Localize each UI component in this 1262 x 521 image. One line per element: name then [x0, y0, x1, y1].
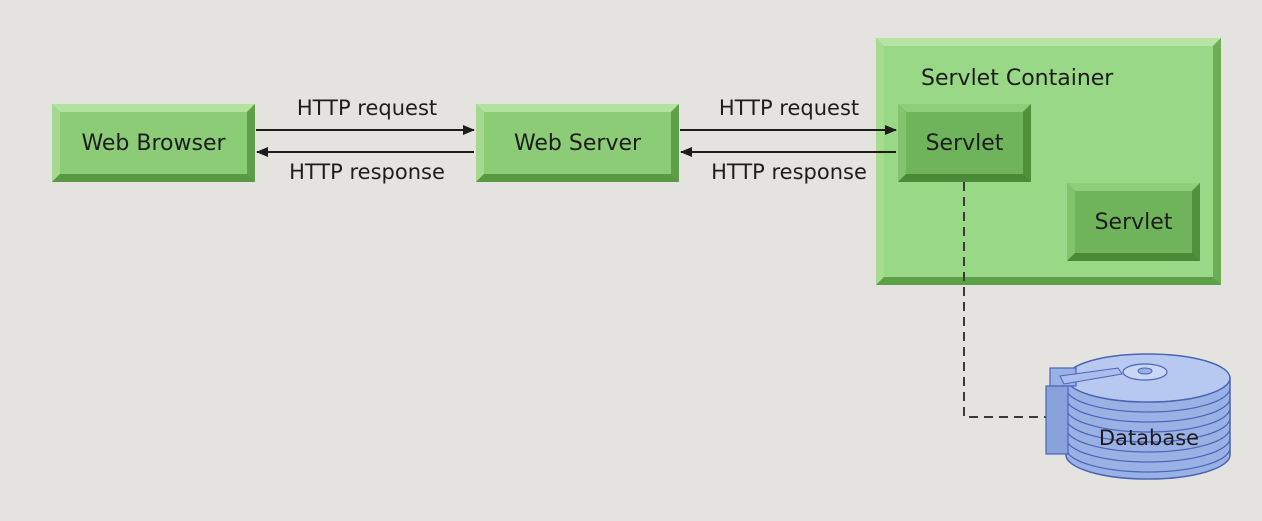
server-to-browser-response-label: HTTP response	[289, 160, 445, 184]
servlet-database-connector	[963, 182, 1046, 418]
servlet-primary-box	[898, 104, 1031, 182]
database-icon	[1045, 353, 1231, 480]
server-to-servlet-request-label: HTTP request	[718, 96, 860, 120]
servlet-secondary-box	[1067, 183, 1200, 261]
servlet-to-server-response-label: HTTP response	[711, 160, 867, 184]
browser-to-server-request-label: HTTP request	[296, 96, 438, 120]
servlet-container-title: Servlet Container	[921, 66, 1114, 91]
web-server-box	[476, 104, 679, 182]
web-browser-box	[52, 104, 255, 182]
